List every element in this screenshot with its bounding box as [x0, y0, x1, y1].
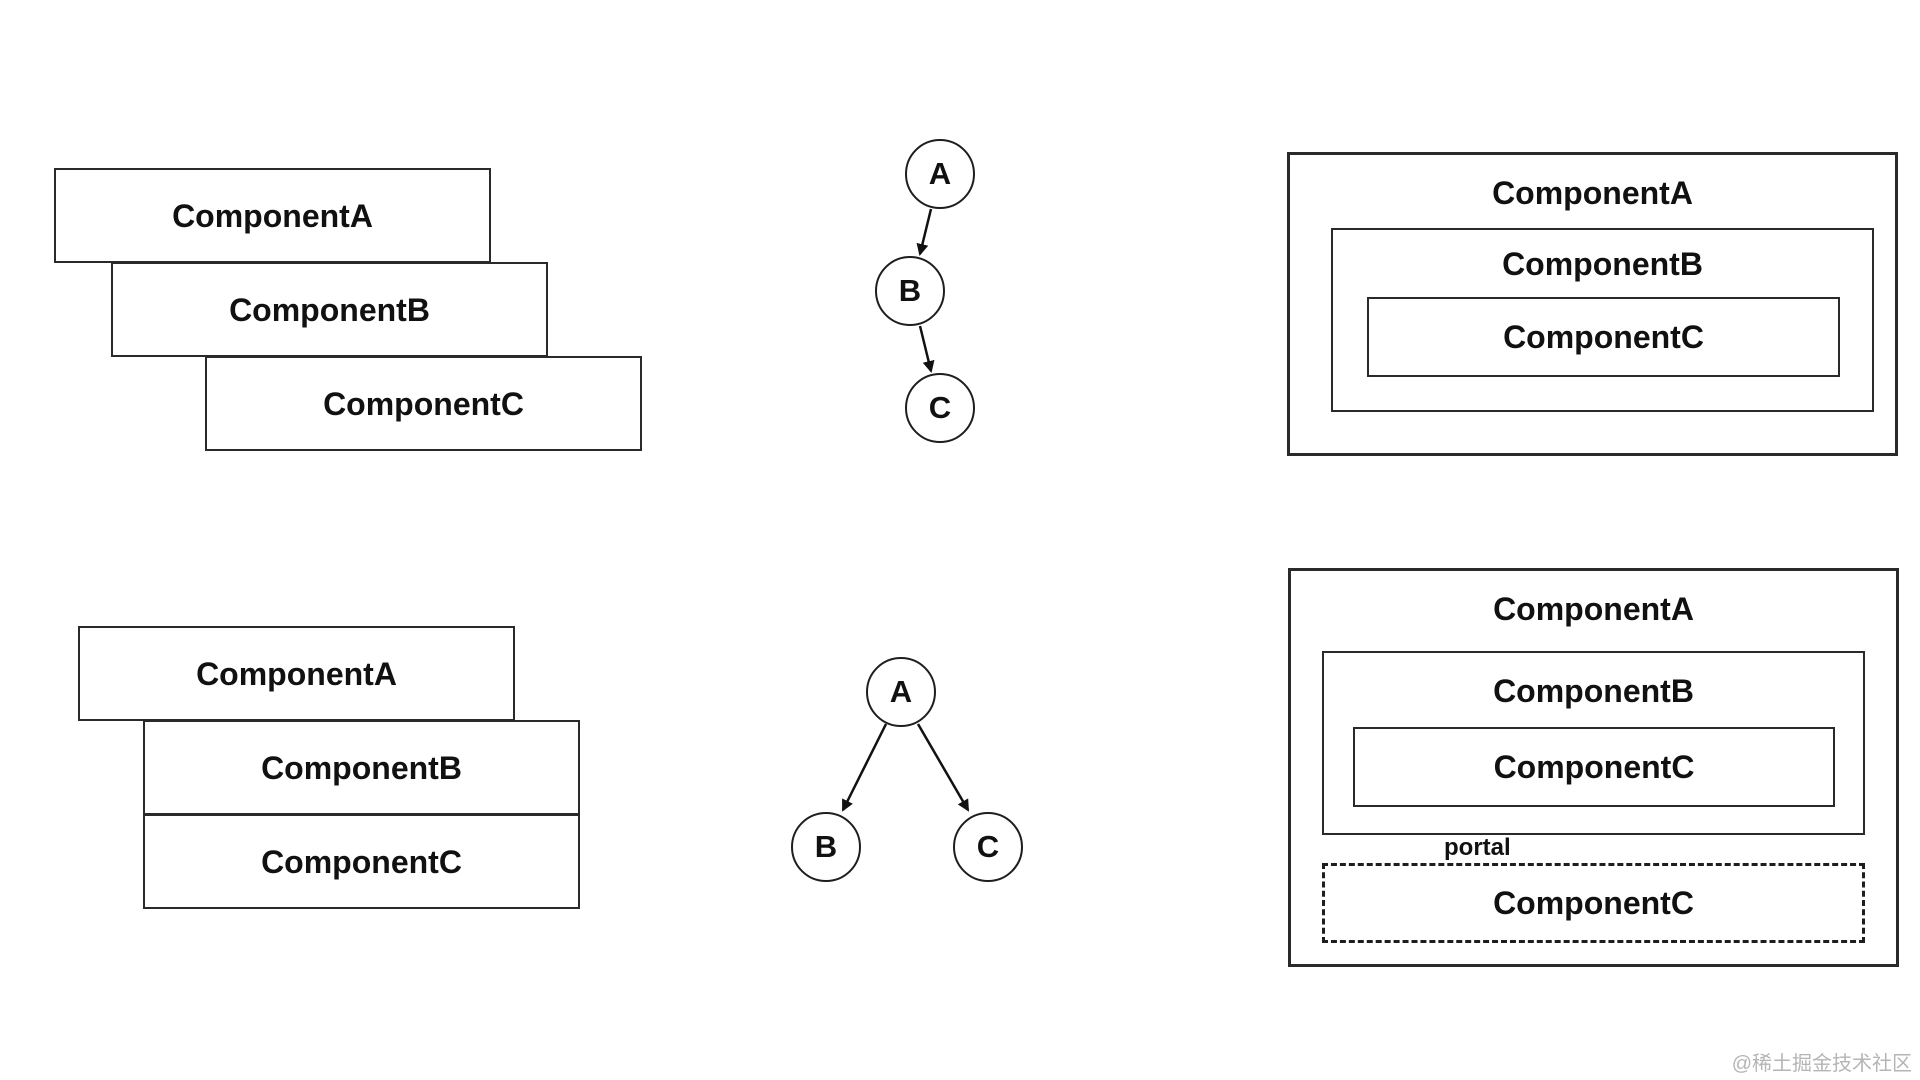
stack-top-component-a-label: ComponentA — [172, 197, 373, 234]
tree-fork-node-c: C — [953, 812, 1023, 882]
tree-chain-node-a-label: A — [928, 156, 952, 191]
tree-fork-node-b-label: B — [814, 829, 838, 864]
tree-chain-node-c: C — [905, 373, 975, 443]
nested-top-component-c-label: ComponentC — [1503, 319, 1704, 355]
nested-top-component-c: ComponentC — [1367, 297, 1840, 377]
stack-top-component-b: ComponentB — [111, 262, 548, 357]
stack-bottom-component-b: ComponentB — [143, 720, 580, 815]
nested-bottom-component-a: ComponentA ComponentB ComponentC Compone… — [1288, 568, 1899, 967]
tree-chain-node-c-label: C — [928, 390, 952, 425]
nested-bottom-component-b-label: ComponentB — [1493, 673, 1694, 709]
nested-bottom-component-a-label: ComponentA — [1493, 591, 1694, 627]
tree-fork-node-a: A — [866, 657, 936, 727]
stack-top-component-b-label: ComponentB — [229, 291, 430, 328]
stack-bottom-component-c-label: ComponentC — [261, 843, 462, 880]
edge-fork-a-b — [841, 723, 888, 812]
nested-top-component-a: ComponentA ComponentB ComponentC — [1287, 152, 1898, 456]
edge-chain-b-c — [918, 325, 935, 373]
stack-bottom-component-c: ComponentC — [143, 814, 580, 909]
nested-bottom-component-b: ComponentB ComponentC — [1322, 651, 1865, 835]
tree-fork-node-c-label: C — [976, 829, 1000, 864]
tree-fork-node-b: B — [791, 812, 861, 882]
nested-bottom-component-c-label: ComponentC — [1493, 749, 1695, 785]
nested-bottom-component-c: ComponentC — [1353, 727, 1835, 807]
portal-label: portal — [1444, 834, 1511, 861]
nested-top-component-b-label: ComponentB — [1502, 246, 1703, 282]
stack-top-component-c: ComponentC — [205, 356, 642, 451]
tree-chain-node-a: A — [905, 139, 975, 209]
stack-bottom-component-b-label: ComponentB — [261, 749, 462, 786]
stack-bottom-component-a: ComponentA — [78, 626, 515, 721]
edge-chain-a-b — [916, 208, 933, 256]
stack-top-component-c-label: ComponentC — [323, 385, 524, 422]
stack-bottom-component-a-label: ComponentA — [196, 655, 397, 692]
nested-bottom-portal-component-c-label: ComponentC — [1493, 885, 1694, 921]
edge-fork-a-c — [916, 723, 970, 812]
stack-top-component-a: ComponentA — [54, 168, 491, 263]
watermark: @稀土掘金技术社区 — [1731, 1053, 1912, 1075]
nested-top-component-a-label: ComponentA — [1492, 175, 1693, 211]
nested-top-component-b: ComponentB ComponentC — [1331, 228, 1874, 412]
tree-chain-node-b-label: B — [898, 273, 922, 308]
nested-bottom-portal-component-c: ComponentC — [1322, 863, 1865, 943]
tree-chain-node-b: B — [875, 256, 945, 326]
tree-fork-node-a-label: A — [889, 674, 913, 709]
